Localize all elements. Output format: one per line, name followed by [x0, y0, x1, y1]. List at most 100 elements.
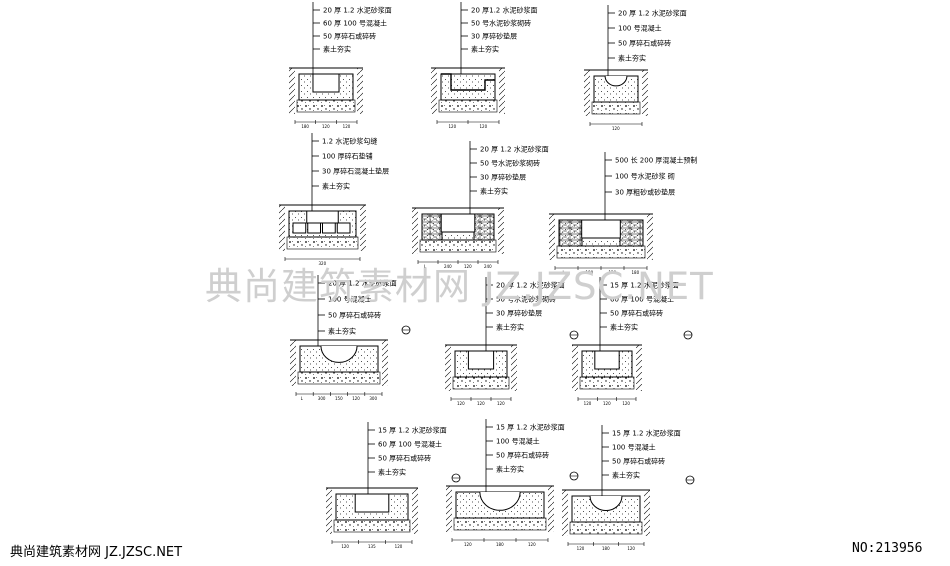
dimension-label: 120	[612, 126, 620, 131]
dimension-label: 120	[577, 546, 585, 551]
soil-hatch-left	[412, 208, 418, 254]
channel-opening	[581, 219, 621, 239]
dimension-label: 120	[395, 544, 403, 549]
layer-callout-label: 60 厚 100 号混凝土	[378, 440, 442, 449]
soil-hatch-left	[445, 345, 451, 391]
layer-callout-label: 素土夯实	[612, 471, 640, 480]
layer-callout-label: 30 厚碎砂垫层	[471, 32, 517, 41]
dimension-label: 120	[603, 401, 611, 406]
dimension-label: 120	[464, 542, 472, 547]
soil-hatch-right	[360, 205, 366, 251]
layer-callout-label: 30 厚碎砂垫层	[480, 173, 526, 182]
gravel-base	[297, 371, 381, 385]
gravel-base	[569, 521, 643, 535]
layer-callout-label: 素土夯实	[496, 465, 524, 474]
layer-callout-label: 50 厚碎石或碎砖	[328, 311, 381, 320]
soil-hatch-left	[279, 205, 285, 251]
dimension-label: 120	[622, 401, 630, 406]
channel-opening	[312, 73, 340, 93]
layer-callout-label: 100 厚碎石垫铺	[322, 152, 373, 161]
stone-block	[307, 222, 321, 234]
footer-site-name: 典尚建筑素材网 JZ.JZSC.NET	[10, 545, 183, 560]
brick-wall-left	[558, 219, 583, 247]
soil-hatch-right	[642, 70, 648, 116]
stone-block	[292, 222, 307, 234]
brick-wall-left	[421, 213, 443, 241]
channel-opening	[594, 350, 620, 370]
soil-hatch-left	[562, 490, 568, 536]
layer-callout-label: 1.2 水泥砂浆勾缝	[322, 137, 377, 146]
channel-step	[441, 73, 495, 91]
soil-hatch-right	[636, 345, 642, 391]
dimension-label: 180	[301, 124, 309, 129]
soil-hatch-left	[549, 214, 555, 260]
dimension-label: 120	[609, 270, 617, 275]
stone-block	[322, 222, 336, 234]
dimension-label: 240	[484, 264, 492, 269]
soil-hatch-left	[326, 488, 332, 534]
dimension-label: 300	[318, 396, 326, 401]
layer-callout-label: 素土夯实	[610, 323, 638, 332]
dimension-label: 320	[319, 261, 327, 266]
layer-callout-label: 60 厚 100 号混凝土	[610, 295, 674, 304]
soil-hatch-right	[412, 488, 418, 534]
dimension-label: 180	[496, 542, 504, 547]
layer-callout-label: 20 厚 1.2 水泥砂浆面	[496, 281, 565, 290]
layer-callout-label: 50 厚碎石或碎砖	[323, 32, 376, 41]
layer-callout-label: 15 厚 1.2 水泥砂浆面	[610, 281, 679, 290]
channel-opening	[440, 213, 476, 233]
dimension-label: 180	[632, 270, 640, 275]
soil-hatch-right	[499, 68, 505, 114]
layer-callout-label: 50 厚碎石或碎砖	[378, 454, 431, 463]
gravel-base	[591, 101, 641, 115]
soil-hatch-right	[382, 340, 388, 386]
dimension-label: 120	[584, 401, 592, 406]
dimension-label: 180	[586, 270, 594, 275]
soil-hatch-left	[572, 345, 578, 391]
dimension-label: L	[563, 270, 566, 275]
soil-hatch-left	[584, 70, 590, 116]
dimension-label: 120	[352, 396, 360, 401]
layer-callout-label: 30 厚粗砂或砂垫层	[615, 188, 675, 197]
layer-callout-label: 素土夯实	[496, 323, 524, 332]
dimension-label: 135	[368, 544, 376, 549]
layer-callout-label: 20 厚 1.2 水泥砂浆面	[328, 279, 397, 288]
layer-callout-label: 15 厚 1.2 水泥砂浆面	[612, 429, 681, 438]
layer-callout-label: 50 厚碎石或碎砖	[496, 451, 549, 460]
brick-wall-right	[619, 219, 644, 247]
channel-opening	[354, 493, 390, 513]
channel-opening	[306, 210, 339, 224]
channel-opening	[467, 350, 495, 370]
gutter-body	[440, 73, 496, 101]
layer-callout-label: 50 号水泥砂浆砌砖	[480, 159, 540, 168]
dimension-label: 120	[480, 124, 488, 129]
layer-callout-label: 30 厚碎石混凝土垫层	[322, 167, 389, 176]
layer-callout-label: 50 号水泥砂浆砌砖	[471, 19, 531, 28]
layer-callout-label: 60 厚 100 号混凝土	[323, 19, 387, 28]
layer-callout-label: 50 厚碎石或碎砖	[612, 457, 665, 466]
dimension-label: 300	[369, 396, 377, 401]
layer-callout-label: 100 号水泥砂浆 砌	[615, 172, 675, 181]
layer-callout-label: 素土夯实	[322, 182, 350, 191]
dimension-label: 120	[497, 401, 505, 406]
layer-callout-label: 50 号水泥砂浆砌砖	[496, 295, 556, 304]
gravel-base	[453, 517, 547, 531]
soil-hatch-left	[289, 68, 295, 114]
brick-wall-right	[473, 213, 495, 241]
layer-callout-label: 素土夯实	[618, 54, 646, 63]
channel-arc	[604, 75, 628, 87]
layer-callout-label: 20 厚1.2 水泥砂浆面	[471, 6, 538, 15]
layer-callout-label: 20 厚 1.2 水泥砂浆面	[323, 6, 392, 15]
soil-hatch-right	[548, 486, 554, 532]
layer-callout-label: 30 厚碎砂垫层	[496, 309, 542, 318]
dimension-label: 120	[528, 542, 536, 547]
gravel-base	[333, 519, 411, 533]
layer-callout-label: 素土夯实	[471, 45, 499, 54]
